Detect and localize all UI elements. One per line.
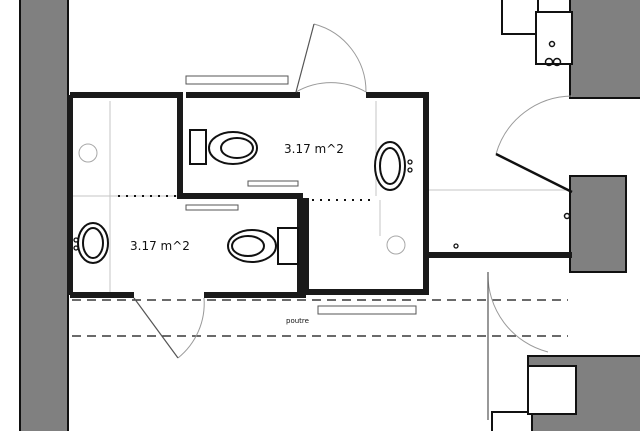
- top-right-cabinet: [501, 0, 573, 65]
- door-arc: [495, 95, 573, 155]
- door-arc: [487, 271, 549, 353]
- left-wall: [19, 0, 69, 431]
- door-leaf: [295, 23, 315, 93]
- doors: [133, 23, 573, 420]
- faucet-icon: [73, 237, 79, 251]
- faucet-icon: [407, 159, 413, 173]
- door-arc: [295, 82, 367, 93]
- bottom-right-cabinet: [491, 365, 577, 431]
- beam-label: poutre: [286, 317, 309, 325]
- room-area-label-right: 3.17 m^2: [284, 142, 344, 156]
- toilet-icon: [227, 227, 299, 265]
- dotted-lines: [118, 195, 376, 201]
- knob-icon: [552, 57, 562, 67]
- light-lines: [70, 101, 570, 292]
- sink-icon: [374, 141, 406, 191]
- shelves: [185, 75, 417, 315]
- door-arc: [177, 297, 205, 359]
- beam-lines: [72, 299, 568, 337]
- faucet-icon: [453, 243, 459, 249]
- floor-drain-icon: [78, 143, 406, 255]
- toilet-icon: [189, 129, 258, 165]
- mid-right-column: [569, 175, 627, 273]
- sink-icon: [77, 222, 109, 264]
- room-area-label-left: 3.17 m^2: [130, 239, 190, 253]
- knob-icon: [563, 212, 571, 220]
- top-right-column: [569, 0, 640, 99]
- top-right-hardware: [544, 40, 571, 220]
- knob-icon: [544, 57, 554, 67]
- door-leaf: [495, 152, 573, 194]
- interior-walls: [67, 92, 572, 298]
- knob-icon: [548, 40, 556, 48]
- door-leaf: [133, 297, 179, 359]
